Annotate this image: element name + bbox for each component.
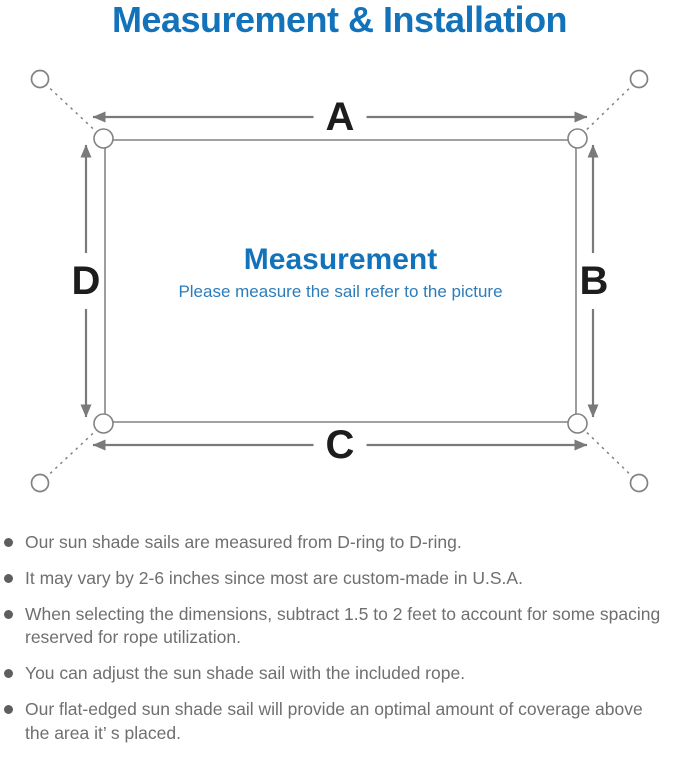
note-item: Our sun shade sails are measured from D-… [4,531,671,554]
d-ring-top-left-icon [93,128,114,149]
rope-bottom-left [39,422,105,484]
dimension-label-d: D [69,253,103,309]
diagram-center-subtitle: Please measure the sail refer to the pic… [178,282,503,301]
note-item: When selecting the dimensions, subtract … [4,603,671,649]
bullet-dot-icon [4,574,13,584]
bullet-dot-icon [4,705,13,715]
anchor-point-top-right [629,69,649,89]
note-text: When selecting the dimensions, subtract … [25,604,661,648]
note-text: It may vary by 2-6 inches since most are… [25,568,523,589]
d-ring-bottom-left-icon [93,413,114,434]
measurement-diagram: A B C D Measurement Please measure the s… [0,60,679,520]
d-ring-bottom-right-icon [567,413,588,434]
note-text: You can adjust the sun shade sail with t… [25,663,466,684]
d-ring-top-right-icon [567,128,588,149]
note-text: Our sun shade sails are measured from D-… [25,532,462,552]
rope-top-right [576,78,640,140]
notes-list: Our sun shade sails are measured from D-… [0,531,679,758]
diagram-center-heading: Measurement [243,243,438,276]
anchor-point-top-left [30,69,50,89]
anchor-point-bottom-right [629,473,649,493]
dimension-label-b: B [577,253,611,309]
diagram-center-text: Measurement Please measure the sail refe… [105,243,576,302]
sail-outline [104,139,577,423]
note-item: Our flat-edged sun shade sail will provi… [4,698,671,744]
note-text: Our flat-edged sun shade sail will provi… [25,699,643,743]
note-item: You can adjust the sun shade sail with t… [4,662,671,685]
sail-diagram-graphic [30,69,649,493]
bullet-dot-icon [4,610,13,620]
rope-bottom-right [576,422,640,484]
dimension-label-a: A [313,97,367,137]
bullet-dot-icon [4,669,13,679]
rope-top-left [39,78,105,140]
page-title: Measurement & Installation [111,0,568,40]
note-item: It may vary by 2-6 inches since most are… [4,567,671,590]
anchor-point-bottom-left [30,473,50,493]
bullet-dot-icon [4,538,13,547]
dimension-label-c: C [313,425,367,465]
